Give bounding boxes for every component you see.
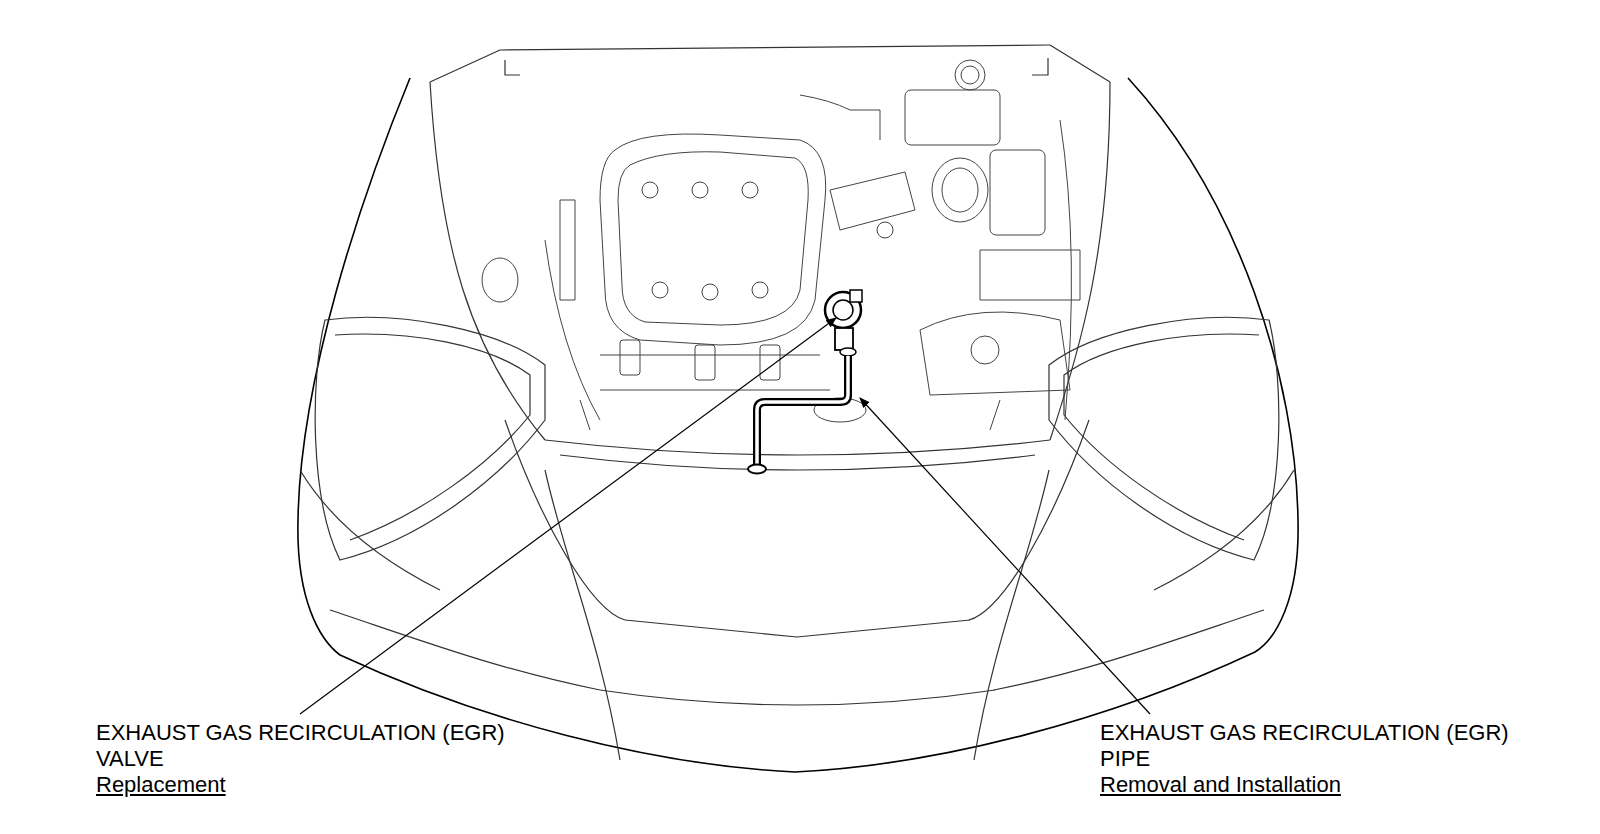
part-name: EXHAUST GAS RECIRCULATION (EGR) PIPE — [1100, 720, 1520, 772]
car-body — [298, 45, 1298, 772]
leader-line — [300, 318, 1150, 714]
part-name: EXHAUST GAS RECIRCULATION (EGR) VALVE — [96, 720, 516, 772]
egr-pipe — [748, 356, 848, 474]
procedure-link: Removal and Installation — [1100, 772, 1400, 798]
egr-valve — [825, 290, 862, 356]
procedure-link: Replacement — [96, 772, 396, 798]
engine-bay — [482, 60, 1080, 430]
